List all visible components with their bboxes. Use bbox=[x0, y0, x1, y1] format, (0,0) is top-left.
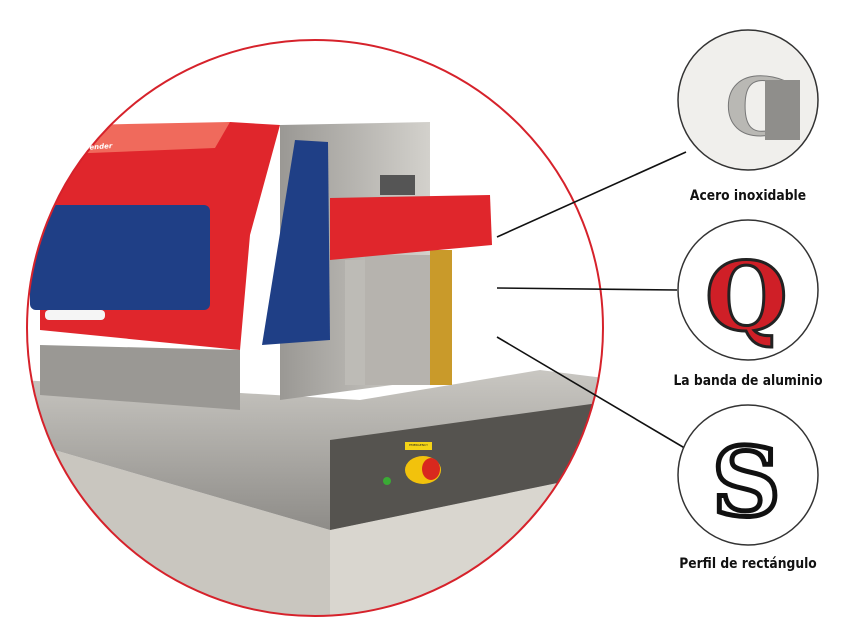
svg-text:Q: Q bbox=[705, 242, 788, 353]
leader-line bbox=[496, 336, 689, 451]
material-thumb-aluminium: Q bbox=[677, 219, 819, 361]
label-acero-inoxidable: Acero inoxidable bbox=[689, 188, 807, 204]
power-indicator-light bbox=[383, 477, 391, 485]
label-banda-aluminio: La banda de aluminio bbox=[673, 373, 823, 389]
material-thumb-rectangle-profile: S bbox=[677, 404, 819, 546]
leader-line bbox=[496, 287, 678, 291]
label-perfil-rectangulo: Perfil de rectángulo bbox=[679, 556, 817, 572]
detail-ring bbox=[26, 39, 604, 617]
emergency-label-bg bbox=[405, 442, 432, 450]
material-thumb-steel: G bbox=[677, 29, 819, 171]
leader-line bbox=[496, 151, 687, 238]
svg-text:S: S bbox=[712, 427, 781, 538]
emergency-label: EMERGENCY bbox=[409, 443, 428, 447]
